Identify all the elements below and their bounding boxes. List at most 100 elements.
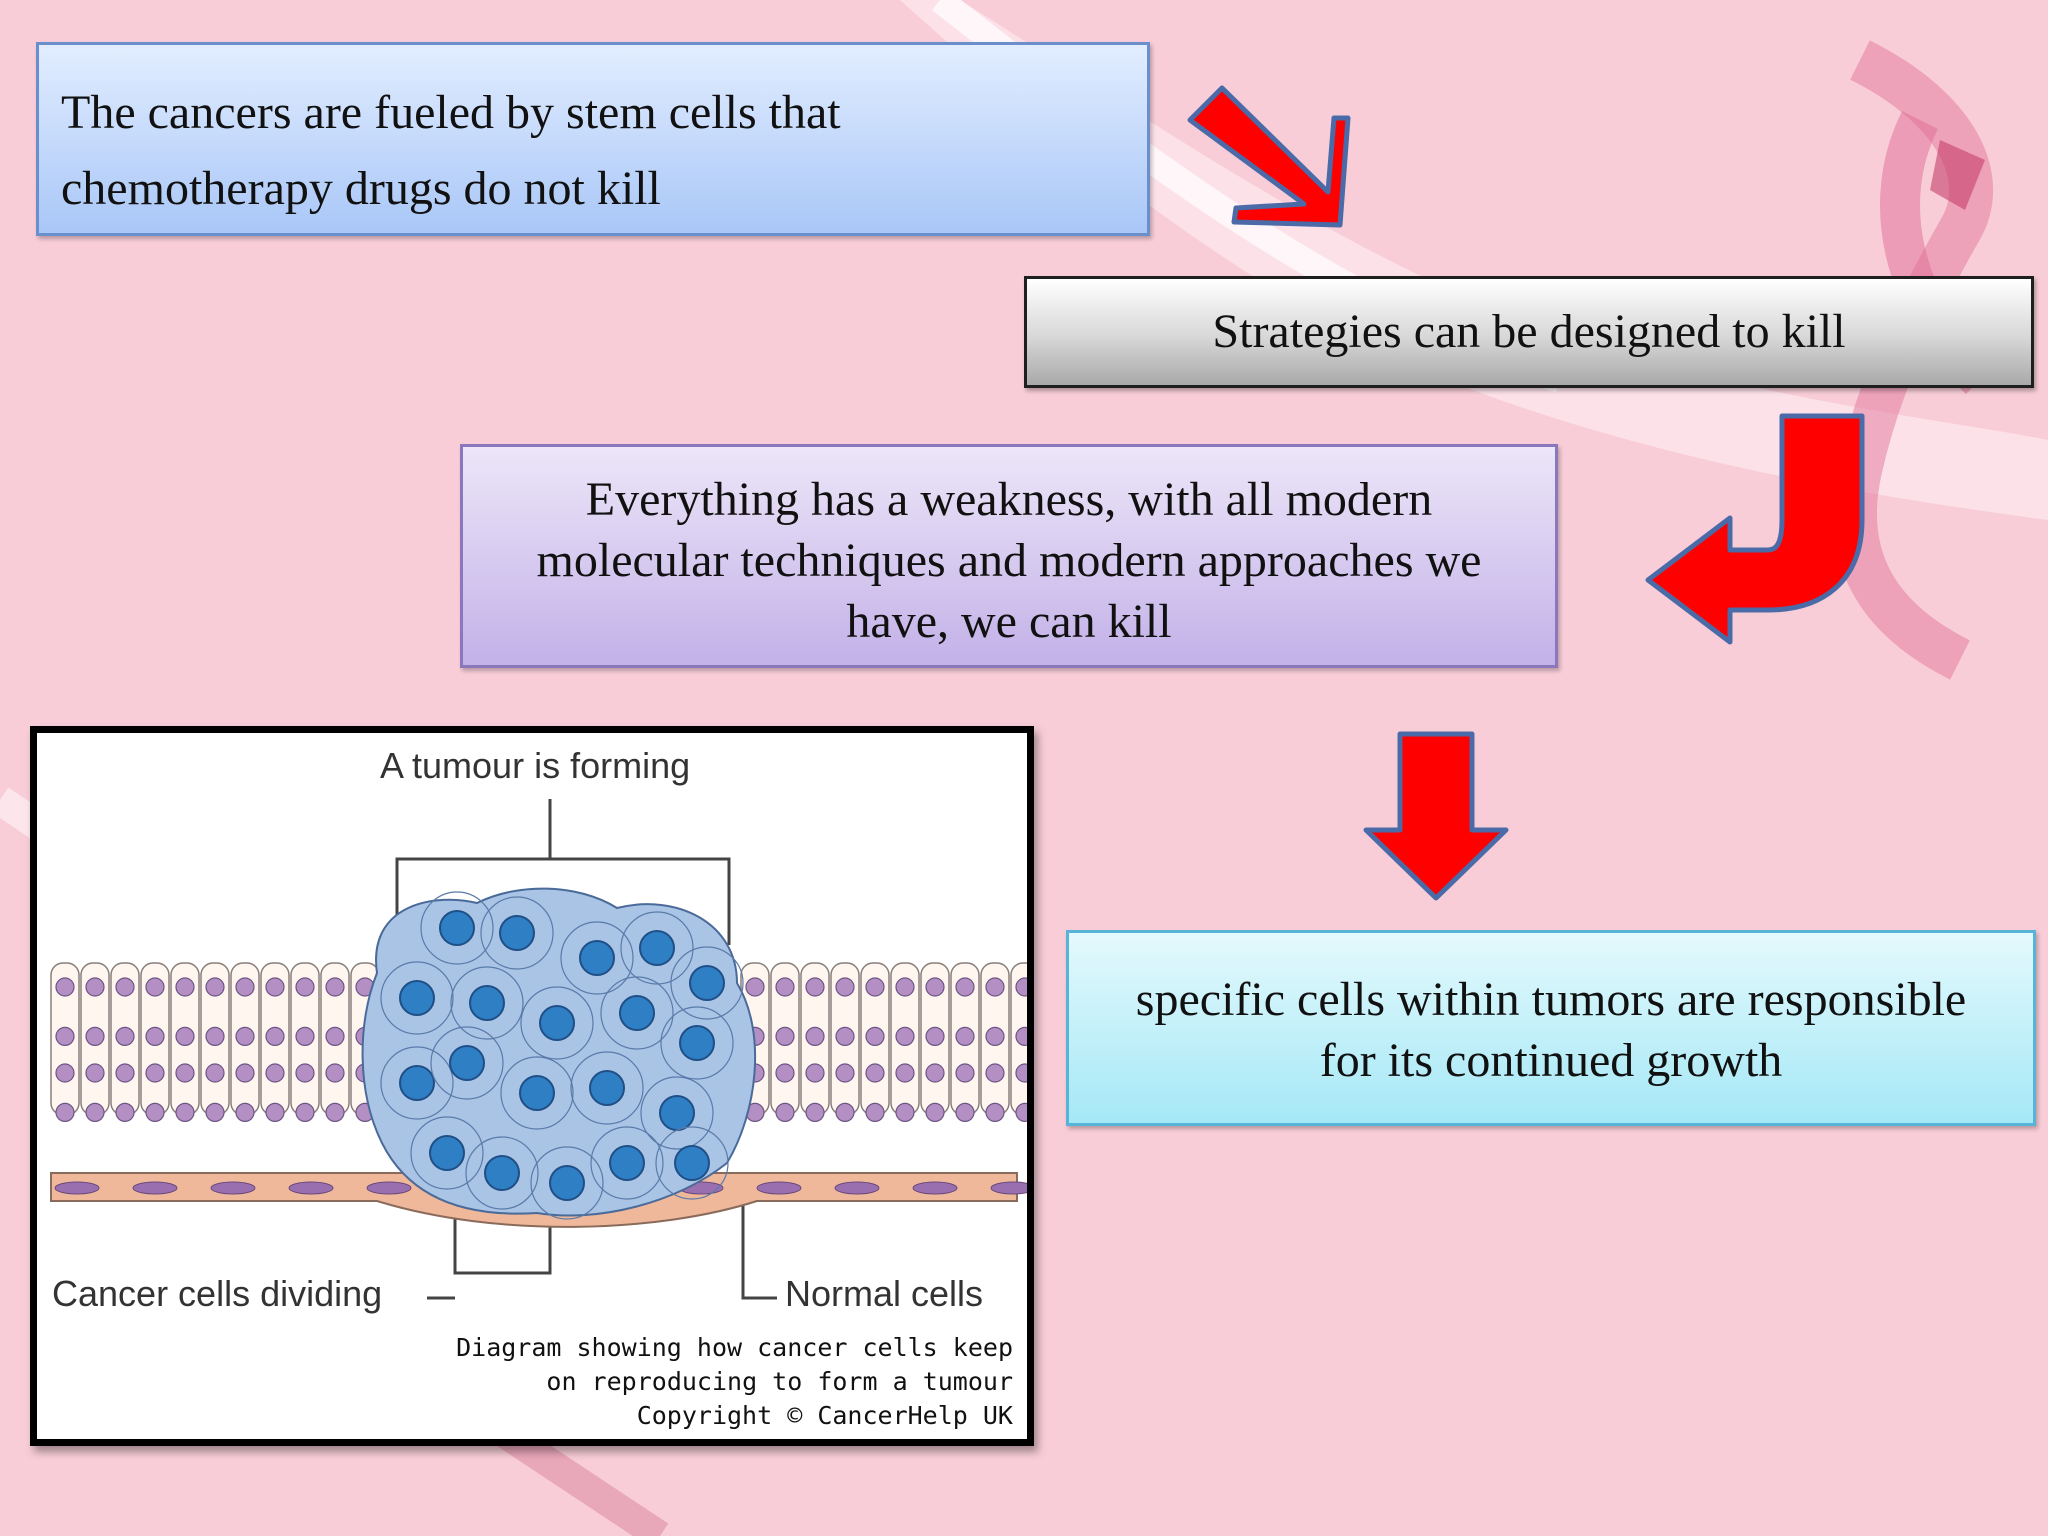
normal-nucleus (895, 1102, 915, 1122)
normal-nucleus (295, 977, 315, 997)
specific-cells-box: specific cells within tumors are respons… (1066, 930, 2036, 1126)
normal-nucleus (145, 1026, 165, 1046)
cancer-cell (600, 976, 674, 1050)
tumour-bracket (395, 799, 777, 1300)
cancer-cell (560, 921, 634, 995)
cancer-cell (530, 1146, 604, 1220)
normal-nucleus (265, 1102, 285, 1122)
normal-nucleus (865, 1063, 885, 1083)
normal-nucleus (115, 1026, 135, 1046)
normal-nucleus (1015, 1063, 1027, 1083)
tumour-diagram: A tumour is forming Cancer cells dividin… (30, 726, 1034, 1446)
cancer-cell (590, 1126, 664, 1200)
normal-nucleus (235, 1102, 255, 1122)
specific-cells-line-2: for its continued growth (1319, 1034, 1783, 1087)
normal-nucleus (235, 977, 255, 997)
basal-nucleus (288, 1181, 334, 1195)
normal-nucleus (955, 1026, 975, 1046)
normal-nucleus (925, 977, 945, 997)
cancer-nucleus (539, 1005, 575, 1041)
caption-line-3: Copyright © CancerHelp UK (636, 1401, 1013, 1430)
cancer-nucleus (549, 1165, 585, 1201)
normal-nucleus (325, 977, 345, 997)
normal-nucleus (805, 1102, 825, 1122)
normal-nucleus (925, 1026, 945, 1046)
normal-nucleus (835, 1102, 855, 1122)
normal-nucleus (265, 977, 285, 997)
normal-nucleus (265, 1026, 285, 1046)
diagonal-arrow-icon (1187, 85, 1351, 228)
normal-nucleus (145, 1063, 165, 1083)
cancer-cell (670, 946, 744, 1020)
weakness-line-2: molecular techniques and modern approach… (536, 534, 1482, 587)
normal-nucleus (925, 1102, 945, 1122)
tissue-illustration (50, 799, 1027, 1300)
normal-nucleus (805, 1063, 825, 1083)
cancer-nucleus (609, 1145, 645, 1181)
normal-nucleus (145, 1102, 165, 1122)
cancer-cells-dividing-label: Cancer cells dividing (52, 1273, 383, 1314)
normal-nucleus (55, 1102, 75, 1122)
normal-nucleus (865, 1102, 885, 1122)
cancer-nucleus (519, 1075, 555, 1111)
cancer-nucleus (429, 1135, 465, 1171)
normal-nucleus (775, 1026, 795, 1046)
normal-nucleus (865, 977, 885, 997)
strategies-box: Strategies can be designed to kill (1024, 276, 2034, 388)
weakness-line-1: Everything has a weakness, with all mode… (585, 473, 1433, 526)
cancer-cell (655, 1126, 729, 1200)
normal-nucleus (295, 1063, 315, 1083)
normal-nucleus (775, 977, 795, 997)
cancer-cell (520, 986, 594, 1060)
cancer-cell (420, 891, 494, 965)
tumour-forming-label: A tumour is forming (380, 745, 691, 786)
normal-nucleus (835, 1063, 855, 1083)
normal-nucleus (925, 1063, 945, 1083)
curved-arrow-icon (1645, 413, 1865, 645)
normal-nucleus (205, 977, 225, 997)
diagram-caption: Diagram showing how cancer cells keep on… (456, 1331, 1013, 1433)
caption-line-1: Diagram showing how cancer cells keep (456, 1333, 1013, 1362)
caption-line-2: on reproducing to form a tumour (546, 1367, 1013, 1396)
normal-nucleus (775, 1063, 795, 1083)
normal-nucleus (1015, 1026, 1027, 1046)
normal-nucleus (745, 977, 765, 997)
stem-cells-box: The cancers are fueled by stem cells tha… (36, 42, 1150, 236)
normal-nucleus (205, 1063, 225, 1083)
cancer-cell (620, 911, 694, 985)
normal-nucleus (85, 1026, 105, 1046)
tumour-mass (361, 887, 757, 1220)
normal-nucleus (955, 977, 975, 997)
basal-nucleus (366, 1181, 412, 1195)
cancer-nucleus (659, 1095, 695, 1131)
normal-nucleus (805, 1026, 825, 1046)
normal-nucleus (775, 1102, 795, 1122)
cancer-cell (410, 1116, 484, 1190)
basal-nucleus (756, 1181, 802, 1195)
normal-nucleus (85, 1063, 105, 1083)
normal-nucleus (235, 1026, 255, 1046)
normal-nucleus (835, 1026, 855, 1046)
cancer-cell (380, 1046, 454, 1120)
normal-nucleus (115, 977, 135, 997)
normal-nucleus (175, 1063, 195, 1083)
basal-nucleus (834, 1181, 880, 1195)
cancer-nucleus (439, 910, 475, 946)
cancer-nucleus (579, 940, 615, 976)
normal-nucleus (325, 1026, 345, 1046)
normal-nucleus (145, 977, 165, 997)
normal-nucleus (1015, 1102, 1027, 1122)
normal-nucleus (295, 1102, 315, 1122)
cancer-nucleus (639, 930, 675, 966)
cancer-cell (640, 1076, 714, 1150)
cancer-cell (570, 1051, 644, 1125)
normal-nucleus (175, 1026, 195, 1046)
specific-cells-line-1: specific cells within tumors are respons… (1135, 973, 1967, 1026)
cancer-cell (465, 1136, 539, 1210)
normal-nucleus (175, 1102, 195, 1122)
cancer-cell (450, 966, 524, 1040)
normal-nucleus (115, 1102, 135, 1122)
weakness-box: Everything has a weakness, with all mode… (460, 444, 1558, 668)
normal-nucleus (295, 1026, 315, 1046)
normal-nucleus (865, 1026, 885, 1046)
